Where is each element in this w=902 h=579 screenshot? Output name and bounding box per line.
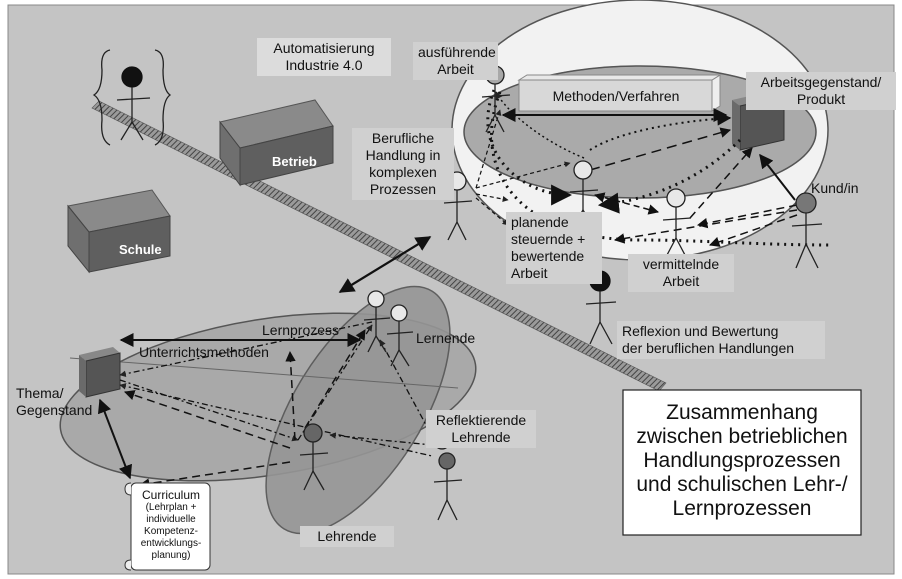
school-arrows bbox=[97, 321, 439, 489]
figure-school-student bbox=[92, 49, 172, 146]
planning-work-line-4: Arbeit bbox=[511, 265, 548, 281]
professional-action-line-2: Handlung in bbox=[365, 147, 441, 163]
label-customer: Kund/in bbox=[811, 180, 859, 196]
cube-betrieb bbox=[219, 99, 334, 187]
link-arrow bbox=[338, 236, 432, 293]
label-mediating-work: vermittelnde Arbeit bbox=[628, 254, 734, 292]
label-executive-work: ausführende Arbeit bbox=[413, 42, 498, 80]
work-object-line-2: Produkt bbox=[796, 91, 846, 107]
professional-action-line-4: Prozessen bbox=[369, 181, 437, 197]
summary-line-5: Lernprozessen bbox=[672, 497, 812, 520]
executive-work-line-1: ausführende bbox=[418, 44, 496, 60]
planning-work-line-3: bewertende bbox=[511, 248, 585, 264]
workplace-arrows bbox=[475, 89, 831, 247]
label-topic: Thema/ Gegenstand bbox=[16, 385, 92, 419]
label-planning-work: planende steuernde + bewertende Arbeit bbox=[506, 212, 602, 284]
curriculum-text: Curriculum (Lehrplan + individuelle Komp… bbox=[133, 488, 209, 562]
summary-line-4: und schulischen Lehr-/ bbox=[636, 473, 848, 496]
summary-line-2: zwischen betrieblichen bbox=[636, 425, 848, 448]
reflection-line-2: der beruflichen Handlungen bbox=[622, 340, 795, 356]
reflection-line-1: Reflexion und Bewertung bbox=[622, 323, 779, 339]
work-object-line-1: Arbeitsgegenstand/ bbox=[760, 74, 882, 90]
figure-learner-2 bbox=[386, 304, 414, 367]
topic-line-2: Gegenstand bbox=[16, 402, 93, 418]
figure-learner-1 bbox=[363, 290, 391, 353]
label-learning-process: Lernprozess bbox=[262, 322, 340, 338]
cube-schule bbox=[67, 189, 171, 274]
professional-action-line-1: Berufliche bbox=[371, 130, 435, 146]
figure-mediating-worker bbox=[662, 188, 692, 256]
automation-line-2: Industrie 4.0 bbox=[285, 57, 363, 73]
planning-work-line-1: planende bbox=[511, 214, 569, 230]
automation-line-1: Automatisierung bbox=[273, 40, 375, 56]
curriculum-detail-2: individuelle bbox=[146, 514, 196, 525]
label-automation: Automatisierung Industrie 4.0 bbox=[257, 38, 391, 76]
mediating-work-line-1: vermittelnde bbox=[642, 256, 720, 272]
label-professional-action: Berufliche Handlung in komplexen Prozess… bbox=[352, 128, 454, 200]
methods-bar bbox=[517, 74, 722, 112]
summary-line-3: Handlungsprozessen bbox=[643, 449, 841, 472]
topic-line-1: Thema/ bbox=[16, 385, 64, 401]
reflecting-teachers-line-2: Lehrende bbox=[451, 429, 511, 445]
curriculum-detail-3: Kompetenz- bbox=[144, 526, 198, 537]
planning-work-line-2: steuernde + bbox=[511, 231, 586, 247]
curriculum-detail-1: (Lehrplan + bbox=[145, 502, 197, 513]
figure-teacher bbox=[299, 423, 329, 491]
label-betrieb: Betrieb bbox=[272, 154, 317, 169]
summary-text: Zusammenhang zwischen betrieblichen Hand… bbox=[626, 401, 858, 521]
label-teaching-methods: Unterrichtsmethoden bbox=[139, 344, 269, 360]
label-learners: Lernende bbox=[416, 330, 476, 346]
curriculum-title: Curriculum bbox=[141, 488, 200, 502]
label-reflection: Reflexion und Bewertung der beruflichen … bbox=[617, 321, 825, 359]
figure-customer bbox=[791, 192, 823, 269]
mediating-work-line-2: Arbeit bbox=[662, 273, 700, 289]
cube-topic bbox=[79, 347, 121, 398]
label-methods: Methoden/Verfahren bbox=[552, 88, 680, 104]
summary-line-1: Zusammenhang bbox=[666, 401, 818, 424]
label-reflecting-teachers: Reflektierende Lehrende bbox=[426, 410, 536, 448]
professional-action-line-3: komplexen bbox=[369, 164, 437, 180]
reflecting-teachers-line-1: Reflektierende bbox=[435, 412, 527, 428]
label-schule: Schule bbox=[119, 242, 162, 257]
label-work-object: Arbeitsgegenstand/ Produkt bbox=[746, 72, 896, 110]
curriculum-detail-4: entwicklungs- bbox=[140, 538, 202, 549]
summary-box bbox=[622, 389, 862, 536]
curriculum-scroll bbox=[124, 482, 211, 571]
label-teachers: Lehrende bbox=[300, 526, 394, 547]
executive-work-line-2: Arbeit bbox=[437, 61, 474, 77]
curriculum-detail-5: planung) bbox=[151, 550, 191, 561]
